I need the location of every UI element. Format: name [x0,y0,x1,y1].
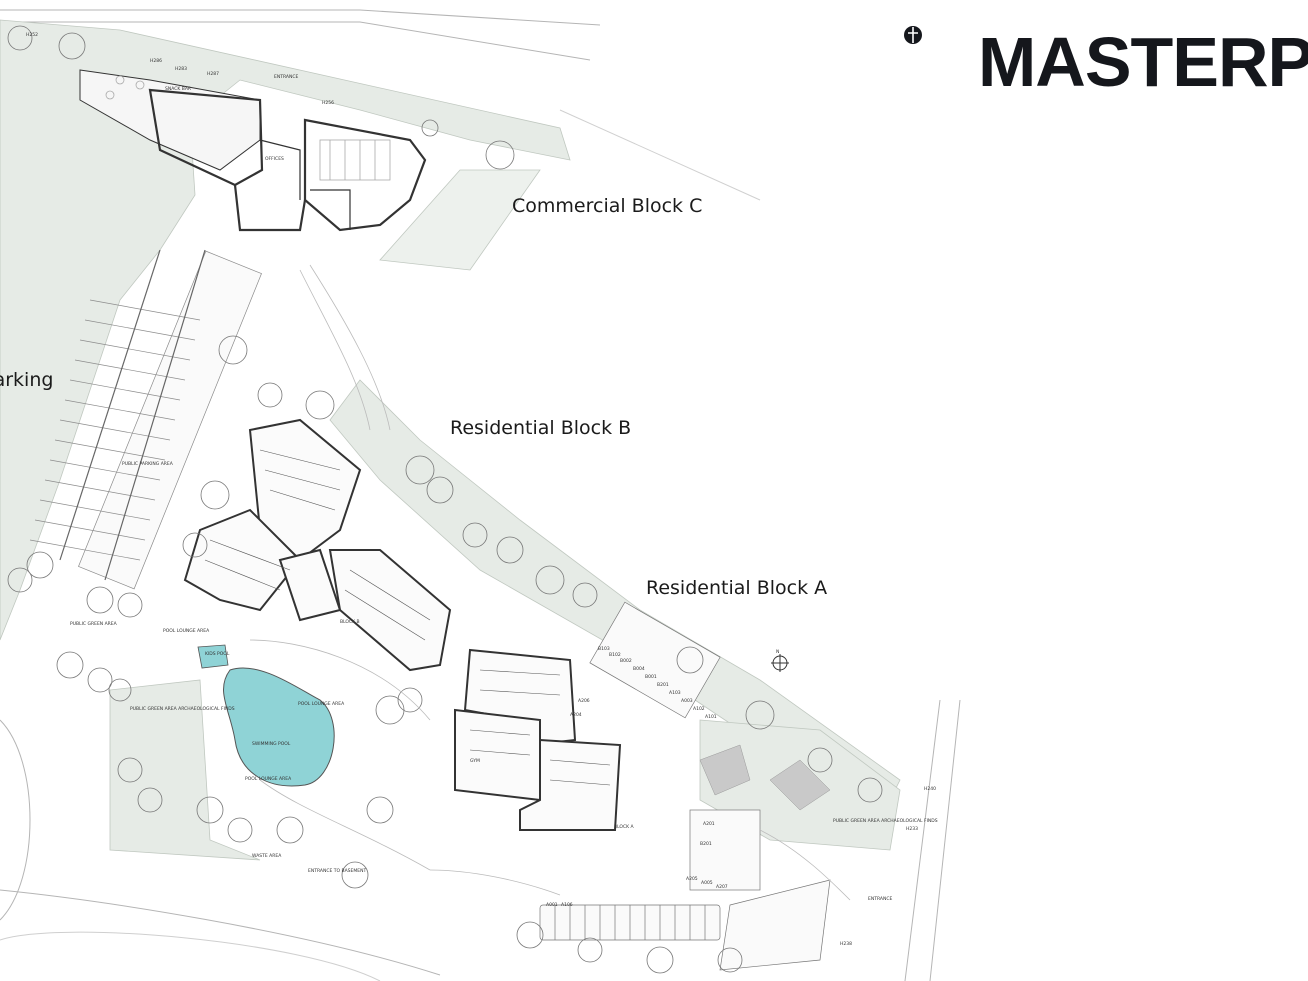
svg-text:POOL LOUNGE AREA: POOL LOUNGE AREA [163,628,210,634]
label-commercial-block-c: Commercial Block C [512,195,703,217]
svg-text:B201: B201 [657,682,669,688]
label-residential-block-b: Residential Block B [450,417,632,439]
svg-text:A201: A201 [703,821,715,827]
residential-block-b-drawing [183,418,452,672]
svg-text:PUBLIC GREEN AREA ARCHAEOLOGIC: PUBLIC GREEN AREA ARCHAEOLOGICAL FINDS [130,706,235,712]
svg-text:A003: A003 [681,698,693,704]
svg-text:A102: A102 [693,706,705,712]
svg-text:H256: H256 [322,100,334,106]
kids-pool [197,644,229,669]
svg-text:GYM: GYM [470,758,480,764]
firm-logo-icon [904,26,922,44]
svg-text:B102: B102 [609,652,621,658]
page-title: MASTERP [978,23,1308,101]
label-parking: Parking [0,369,54,391]
svg-text:WASTE AREA: WASTE AREA [252,853,282,859]
svg-text:H252: H252 [26,32,38,38]
svg-text:PUBLIC GREEN AREA ARCHAEOLOGIC: PUBLIC GREEN AREA ARCHAEOLOGICAL FINDS [833,818,938,824]
svg-text:BLOCK B: BLOCK B [340,619,360,625]
green-archaeology-left [109,679,261,861]
svg-text:A106: A106 [561,902,573,908]
svg-text:H283: H283 [175,66,187,72]
svg-text:A005: A005 [701,880,713,886]
green-strip-top [379,169,541,271]
plan-notes: OFFICES SNACK BAR ENTRANCE PUBLIC PARKIN… [70,74,938,902]
svg-text:BLOCK A: BLOCK A [614,824,634,830]
svg-text:OFFICES: OFFICES [265,156,284,162]
svg-text:A204: A204 [570,712,582,718]
label-residential-block-a: Residential Block A [646,577,828,599]
svg-text:A207: A207 [716,884,728,890]
svg-text:PUBLIC GREEN AREA: PUBLIC GREEN AREA [70,621,118,627]
svg-text:H287: H287 [207,71,219,77]
svg-text:A001: A001 [546,902,558,908]
swimming-pool [223,667,335,787]
svg-text:A101: A101 [705,714,717,720]
svg-text:H286: H286 [150,58,162,64]
svg-text:PUBLIC PARKING AREA: PUBLIC PARKING AREA [122,461,174,467]
svg-text:B004: B004 [633,666,645,672]
commercial-block-c-drawing [79,69,427,232]
svg-text:H240: H240 [924,786,936,792]
svg-text:N: N [776,649,779,655]
svg-text:B001: B001 [645,674,657,680]
svg-text:A206: A206 [578,698,590,704]
svg-text:ENTRANCE: ENTRANCE [274,74,298,80]
svg-text:ENTRANCE TO BASEMENT: ENTRANCE TO BASEMENT [308,868,366,874]
svg-text:B002: B002 [620,658,632,664]
svg-text:A205: A205 [686,876,698,882]
svg-text:POOL LOUNGE AREA: POOL LOUNGE AREA [245,776,292,782]
north-arrow-icon [771,654,789,672]
svg-text:ENTRANCE: ENTRANCE [868,896,892,902]
svg-text:B201: B201 [700,841,712,847]
residential-block-a-drawing [454,648,622,831]
svg-text:POOL LOUNGE AREA: POOL LOUNGE AREA [298,701,345,707]
svg-text:H238: H238 [840,941,852,947]
trees [7,25,883,974]
parking-stalls-left [29,249,262,590]
svg-text:SNACK BAR: SNACK BAR [165,86,191,92]
svg-text:SWIMMING POOL: SWIMMING POOL [252,741,291,747]
parking-stalls-bottom [539,601,831,971]
road-codes: H286 H283 H287 H256 H252 H238 H233 H240 [26,32,936,947]
svg-text:H233: H233 [906,826,918,832]
svg-text:KIDS POOL: KIDS POOL [205,651,230,657]
svg-text:B103: B103 [598,646,610,652]
unit-codes: B103 B102 B002 B004 B001 B201 A103 A003 … [546,646,728,908]
svg-text:A103: A103 [669,690,681,696]
